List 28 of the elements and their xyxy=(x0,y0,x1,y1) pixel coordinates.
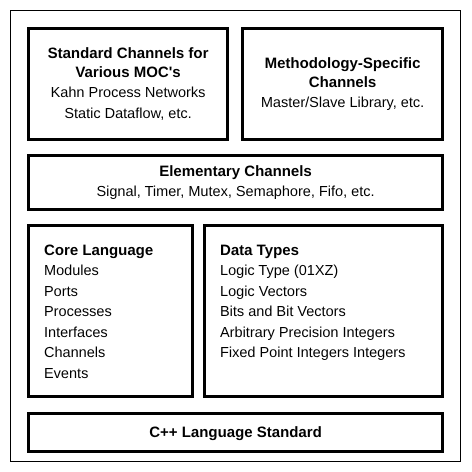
layer-item: Signal, Timer, Mutex, Semaphore, Fifo, etc. xyxy=(96,183,375,202)
layer-item: Master/Slave Library, etc. xyxy=(260,94,424,114)
layer-item: Events xyxy=(44,364,88,384)
layer-item: Modules xyxy=(44,262,99,281)
layer-heading: Methodology-Specific Channels xyxy=(264,54,422,92)
layer-item: Channels xyxy=(44,344,106,363)
layer-box xyxy=(203,224,444,398)
layer-item: Processes xyxy=(44,303,112,322)
layer-box xyxy=(27,224,194,398)
layer-item: Bits and Bit Vectors xyxy=(220,303,346,322)
layer-item: Interfaces xyxy=(44,324,108,342)
layer-item: Fixed Point Integers Integers xyxy=(220,344,406,363)
layer-item: Logic Type (01XZ) xyxy=(220,262,338,281)
layer-box xyxy=(241,27,444,141)
layer-heading: Standard Channels for Various MOC's xyxy=(46,44,210,82)
layer-item: Logic Vectors xyxy=(220,282,308,302)
layer-heading: C++ Language Standard xyxy=(149,423,322,442)
layer-heading: Core Language xyxy=(44,241,154,260)
outer-frame xyxy=(10,10,461,462)
layer-item: Static Dataflow, etc. xyxy=(64,104,192,124)
layer-item: Kahn Process Networks xyxy=(50,84,206,103)
layer-item: Ports xyxy=(44,282,78,302)
layer-heading: Elementary Channels xyxy=(159,162,312,182)
layer-box xyxy=(27,412,444,453)
layer-box xyxy=(27,154,444,211)
layer-item: Arbitrary Precision Integers xyxy=(220,324,395,342)
layer-box xyxy=(27,27,229,141)
layer-heading: Data Types xyxy=(220,241,299,260)
